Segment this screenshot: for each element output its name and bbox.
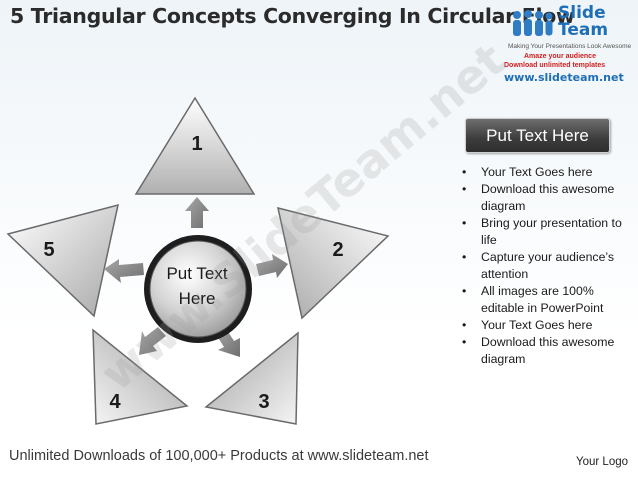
arrow-to-2 <box>256 254 288 278</box>
bullet-item: Your Text Goes here <box>462 164 632 181</box>
triangle-3 <box>204 331 299 425</box>
arrow-to-1 <box>185 197 209 228</box>
arrow-to-4 <box>139 327 166 355</box>
people-logo-icon <box>513 10 553 36</box>
bullet-item: Bring your presentation to life <box>462 215 632 249</box>
center-text-line-1: Put Text <box>166 264 227 283</box>
center-circle <box>144 235 252 343</box>
triangle-1 <box>134 96 256 195</box>
watermark-text: www.SlideTeam.net <box>90 32 515 401</box>
arrow-to-5 <box>104 259 144 283</box>
triangle-3-number: 3 <box>258 391 269 413</box>
slide-title: 5 Triangular Concepts Converging In Circ… <box>10 4 575 28</box>
triangle-2 <box>277 206 390 320</box>
bullet-item: Download this awesome diagram <box>462 181 632 215</box>
triangle-5-number: 5 <box>43 239 54 261</box>
logo-promo-1: Amaze your audience <box>524 53 596 60</box>
sidebar-header: Put Text Here <box>465 118 610 153</box>
bullet-item: Download this awesome diagram <box>462 334 632 368</box>
logo-text-slide: Slide <box>558 3 606 23</box>
your-logo-placeholder: Your Logo <box>576 456 629 468</box>
triangle-5 <box>6 203 119 318</box>
triangle-4 <box>92 328 189 425</box>
logo-tagline: Making Your Presentations Look Awesome <box>508 43 632 50</box>
bullet-item: Capture your audience’s attention <box>462 249 632 283</box>
triangle-2-number: 2 <box>332 239 343 261</box>
bullet-list: Your Text Goes here Download this awesom… <box>462 164 632 368</box>
center-text-line-2: Here <box>179 289 216 308</box>
bullet-item: Your Text Goes here <box>462 317 632 334</box>
footer-text: Unlimited Downloads of 100,000+ Products… <box>9 448 429 464</box>
bullet-item: All images are 100% editable in PowerPoi… <box>462 283 632 317</box>
slideteam-logo[interactable]: Slide Team Making Your Presentations Loo… <box>502 2 636 84</box>
logo-text-team: Team <box>558 20 609 40</box>
triangle-1-number: 1 <box>191 133 202 155</box>
logo-promo-2: Download unlimited templates <box>504 62 606 69</box>
logo-url-link[interactable]: www.slideteam.net <box>504 71 624 84</box>
triangle-4-number: 4 <box>109 391 121 413</box>
